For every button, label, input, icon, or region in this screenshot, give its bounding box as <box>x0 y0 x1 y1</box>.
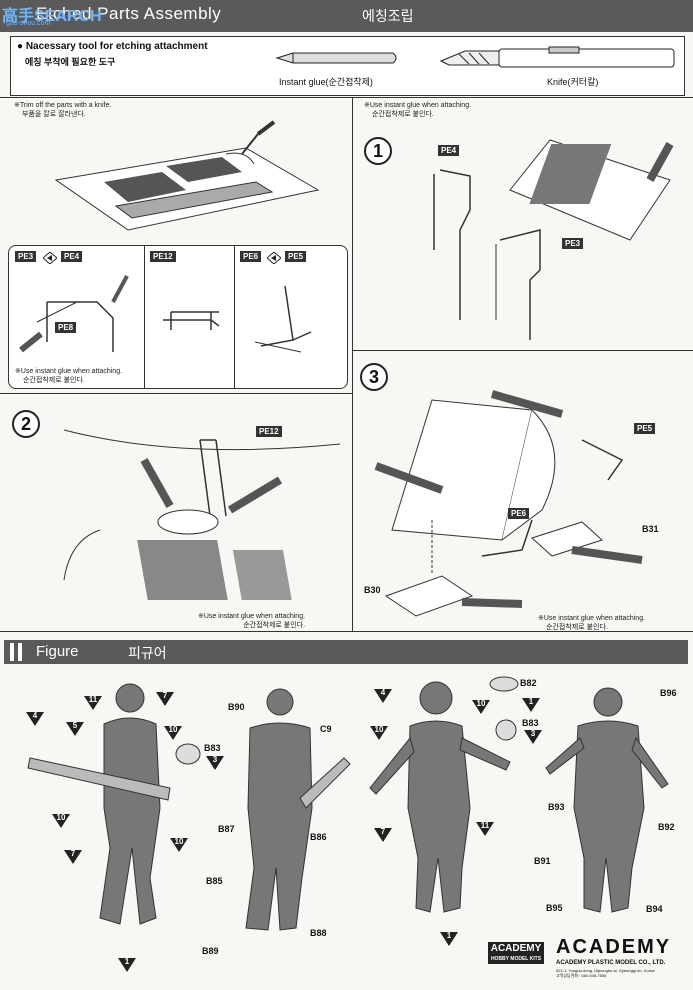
part-label-b85: B85 <box>206 876 223 886</box>
trim-note: ※Trim off the parts with a knife. 부품을 칼로… <box>14 102 112 118</box>
step3-drawing <box>374 390 643 617</box>
part-label-b93: B93 <box>548 802 565 812</box>
academy-brand-logo: ACADEMY <box>556 936 672 958</box>
part-label-b87: B87 <box>218 824 235 834</box>
watermark-logo: 高手SEARCH <box>2 8 102 25</box>
color-callout <box>164 726 182 740</box>
part-label-b83: B83 <box>204 743 221 753</box>
part-label-b89: B89 <box>202 946 219 956</box>
divider <box>0 393 352 394</box>
part-label-pe6: PE6 <box>508 508 530 519</box>
section-title: Etched Parts Assembly <box>36 4 222 23</box>
divider <box>352 350 693 351</box>
arrow-icon <box>43 252 57 264</box>
color-callout <box>170 838 188 852</box>
glue-tube-icon <box>275 52 397 64</box>
etched-fret-drawing <box>54 120 320 231</box>
divider <box>0 631 693 632</box>
color-callout <box>156 692 174 706</box>
color-callout <box>118 958 136 972</box>
part-label-b94: B94 <box>646 904 663 914</box>
tools-heading: ● Nacessary tool for etching attachment <box>17 41 208 52</box>
divider <box>0 97 693 98</box>
part-label-pe5: PE5 <box>634 423 656 434</box>
part-label-c9: C9 <box>320 724 332 734</box>
part-label-b95: B95 <box>546 903 563 913</box>
color-callout <box>206 756 224 770</box>
glue-label: Instant glue(순간접착제) <box>279 77 373 87</box>
part-label-pe3: PE3 <box>562 238 584 249</box>
part-label-b31: B31 <box>642 524 659 534</box>
step2-drawing <box>63 429 341 600</box>
sub-assembly-box: PE3 PE4 PE8 ※Use instant glue when attac… <box>8 245 348 389</box>
part-label-b92: B92 <box>658 822 675 832</box>
company-name: ACADEMY PLASTIC MODEL CO., LTD. <box>556 960 666 966</box>
figure-header: Figure 피규어 <box>4 640 688 664</box>
part-label-pe4: PE4 <box>61 251 83 262</box>
part-label-b82: B82 <box>520 678 537 688</box>
part-label-b30: B30 <box>364 585 381 595</box>
part-label-b90: B90 <box>228 702 245 712</box>
figure-title-ko: 피규어 <box>128 645 167 661</box>
part-label-b88: B88 <box>310 928 327 938</box>
color-callout <box>84 696 102 710</box>
color-callout <box>472 700 490 714</box>
color-callout <box>370 726 388 740</box>
part-label-pe12: PE12 <box>256 426 282 437</box>
color-callout <box>374 689 392 703</box>
part-label-pe3: PE3 <box>15 251 37 262</box>
color-callout <box>524 730 542 744</box>
watermark-url: gao-shou.com <box>6 20 51 27</box>
arrow-icon <box>267 252 281 264</box>
step-number: 2 <box>12 410 40 438</box>
company-address: 521-1, Yongdu-dong, Uijeongbu-si, Gyeong… <box>556 968 655 978</box>
tools-box: ● Nacessary tool for etching attachment … <box>10 36 685 96</box>
step-number: 3 <box>360 363 388 391</box>
part-label-pe12: PE12 <box>150 251 176 262</box>
step1-drawing <box>433 139 674 340</box>
color-callout <box>52 814 70 828</box>
part-label-b91: B91 <box>534 856 551 866</box>
divider <box>352 97 353 631</box>
glue-note: ※Use instant glue when attaching. 순간접착제로… <box>198 613 306 629</box>
academy-badge-logo: ACADEMY HOBBY MODEL KITS <box>488 942 544 964</box>
color-callout <box>26 712 44 726</box>
pe6-pe5-drawing <box>254 285 312 353</box>
glue-note: ※Use instant glue when attaching. 순간접착제로… <box>364 102 472 118</box>
part-label-pe6: PE6 <box>240 251 262 262</box>
figure-title: Figure <box>36 643 79 660</box>
section-title-ko: 에칭조립 <box>362 8 414 24</box>
pe3-pe4-drawing <box>19 275 129 353</box>
glue-note: ※Use instant glue when attaching. 순간접착제로… <box>15 368 123 384</box>
knife-icon <box>439 46 675 68</box>
part-label-pe5: PE5 <box>285 251 307 262</box>
color-callout <box>476 822 494 836</box>
part-label-b96: B96 <box>660 688 677 698</box>
glue-note: ※Use instant glue when attaching. 순간접착제로… <box>538 615 646 631</box>
step-number: 1 <box>364 137 392 165</box>
part-label-pe4: PE4 <box>438 145 460 156</box>
color-callout <box>374 828 392 842</box>
figures-drawing <box>27 676 669 931</box>
tools-heading-ko: 에칭 부착에 필요한 도구 <box>25 57 116 67</box>
color-callout <box>522 698 540 712</box>
part-label-b83: B83 <box>522 718 539 728</box>
pe12-drawing <box>163 311 220 330</box>
color-callout <box>440 932 458 946</box>
part-label-b86: B86 <box>310 832 327 842</box>
section-header: Etched Parts Assembly 에칭조립 <box>0 0 693 32</box>
color-callout <box>66 722 84 736</box>
part-label-pe8: PE8 <box>55 322 77 333</box>
knife-label: Knife(커터칼) <box>547 77 599 87</box>
color-callout <box>64 850 82 864</box>
